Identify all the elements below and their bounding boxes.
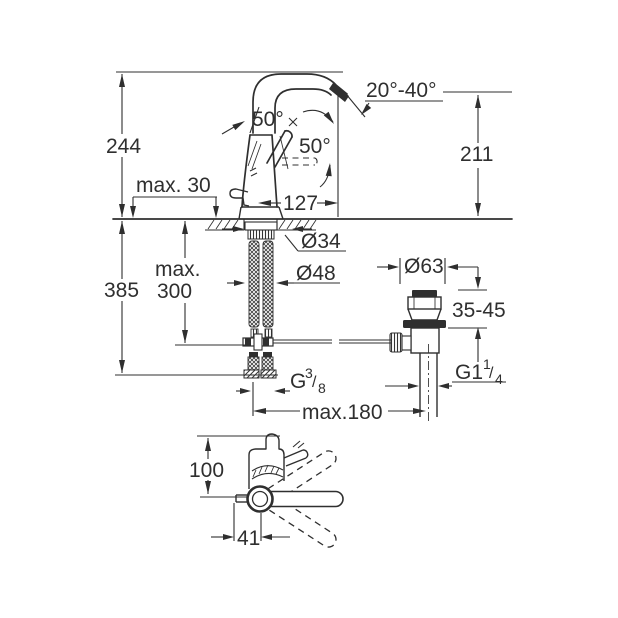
waste-body [389,290,446,424]
dimension-g114: G1 1 / 4 [385,356,506,389]
dim-spout-reach: 127 [283,192,318,215]
hose-left [248,240,260,328]
dimension-244: 244 [106,71,343,217]
dim-total-height: 244 [106,135,141,158]
plan-left-stub [235,494,247,503]
rod-adjust-knob [389,332,403,353]
pop-up-rod [273,339,391,344]
lever-handle [266,129,293,170]
deck-hatch-right [276,219,317,231]
dimension-max180: max.180 [252,382,426,424]
waste-thread-denominator: 4 [495,371,503,387]
dimension-41: 41 [211,503,290,550]
hose-right [262,240,274,328]
dim-handle-offset: 41 [237,527,260,550]
dimension-d34: Ø34 [222,226,346,253]
handle-pivot-outer [246,485,274,513]
dim-outlet-height: 211 [460,143,493,166]
handle-plan [261,490,344,508]
pull-rod-knob [229,188,250,207]
plan-faucet-body [248,433,309,489]
dim-rod-length: max.180 [302,401,383,424]
hose-end-fittings [243,352,277,379]
dimension-20-40: 20°-40° [345,79,443,118]
dim-aerator-angle: 20°-40° [366,79,437,102]
lever-dashed-position [282,157,318,166]
dimension-50-swivel: 50° [221,106,334,135]
dim-hole-diameter: Ø48 [296,262,336,285]
dim-swivel-angle: 50° [252,108,284,131]
dim-hose-length-1: max. [155,258,201,281]
aerator-tip [329,83,349,102]
front-view: 244 max. 30 385 max. 300 [104,71,513,424]
hose-thread-denominator: 8 [318,380,326,396]
dimension-50-lever: 50° [299,135,332,188]
hose-thread-prefix: G [290,370,306,393]
dim-flange-diameter: Ø63 [404,255,444,278]
below-deck-assembly [242,221,391,379]
hose-thread-numerator: 3 [305,365,313,381]
dimension-127: 127 [258,94,339,217]
waste-thread-prefix: G1 [455,361,483,384]
dim-shank-diameter: Ø34 [301,230,341,253]
drain-assembly: Ø63 35-45 G1 1 / 4 [377,255,506,424]
dimension-211: 211 [443,91,512,216]
dimension-max30: max. 30 [130,174,219,218]
handle-pivot-inner [251,490,269,508]
pop-up-rod-junction [242,333,274,351]
dim-lever-angle: 50° [299,135,331,158]
dimension-d48: Ø48 [227,262,340,286]
faucet-outline [229,73,349,220]
dimension-35-45: 35-45 [448,267,506,362]
dimension-100: 100 [189,438,247,498]
dim-below-deck-depth: 385 [104,279,139,302]
dim-deck-range: 35-45 [452,299,506,322]
waste-thread-slash: / [489,365,494,382]
waste-thread-numerator: 1 [483,356,491,372]
dimension-g38: G 3 / 8 [236,365,326,396]
dimension-d63: Ø63 [377,255,478,284]
dimension-max300: max. 300 [155,221,250,346]
plan-view: 100 41 [189,433,344,550]
dim-spout-projection: 100 [189,459,224,482]
dimension-385: 385 [104,221,278,376]
dim-deck-thickness: max. 30 [136,174,211,197]
dim-hose-length-2: 300 [157,280,192,303]
hose-thread-slash: / [312,374,317,391]
